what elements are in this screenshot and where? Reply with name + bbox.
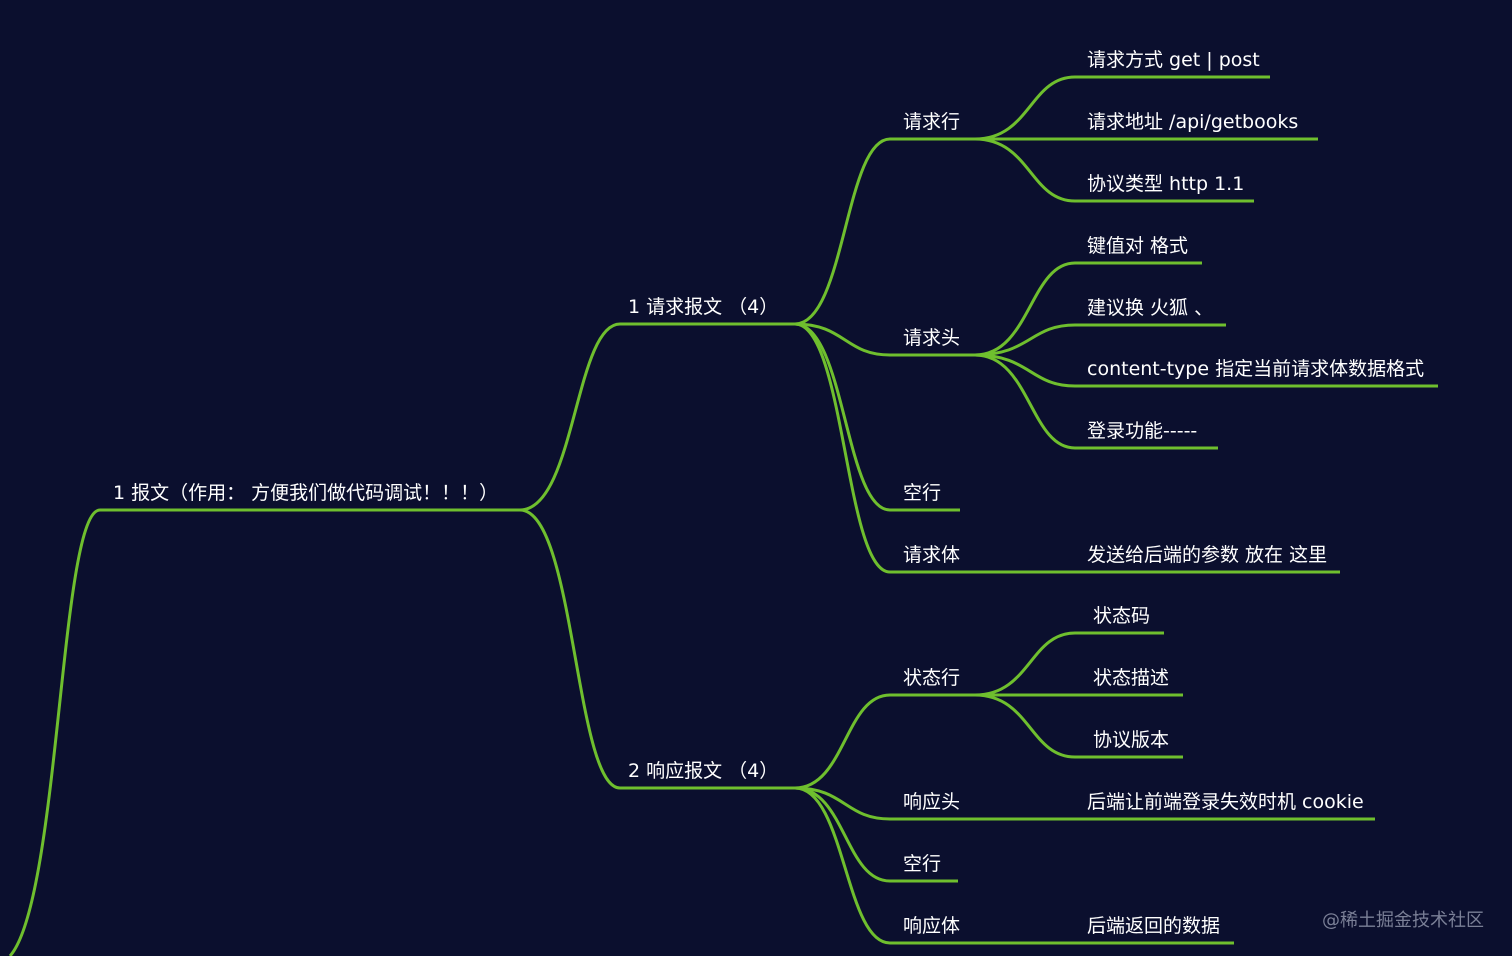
node-status-code[interactable]: 状态码 — [1093, 605, 1151, 627]
edge-root — [8, 508, 101, 956]
edge-status-0 — [974, 631, 1076, 697]
edge-line-0 — [974, 75, 1076, 141]
node-response-header[interactable]: 响应头 — [903, 791, 961, 813]
node-response-header-child[interactable]: 后端让前端登录失效时机 cookie — [1087, 791, 1364, 813]
node-request-header-kv[interactable]: 键值对 格式 — [1087, 235, 1189, 257]
edge-request-blank — [794, 322, 891, 512]
edge-header-3 — [974, 353, 1076, 450]
node-status-version[interactable]: 协议版本 — [1093, 729, 1170, 751]
edge-response-body — [794, 786, 891, 945]
node-request-blank[interactable]: 空行 — [903, 482, 942, 504]
watermark-text: @稀土掘金技术社区 — [1322, 910, 1484, 931]
edge-request-body — [794, 322, 891, 574]
node-request-body[interactable]: 请求体 — [903, 544, 961, 566]
node-request-body-child[interactable]: 发送给后端的参数 放在 这里 — [1087, 544, 1328, 566]
node-request-header[interactable]: 请求头 — [903, 327, 961, 349]
node-request-message[interactable]: 1 请求报文 （4） — [628, 296, 779, 318]
node-request-line-url[interactable]: 请求地址 /api/getbooks — [1087, 111, 1299, 133]
edge-root-response — [519, 508, 621, 790]
node-response-body[interactable]: 响应体 — [903, 915, 961, 937]
edge-line-2 — [974, 137, 1076, 203]
node-request-header-login[interactable]: 登录功能----- — [1087, 420, 1198, 442]
node-request-line[interactable]: 请求行 — [903, 111, 961, 133]
edge-response-blank — [794, 786, 891, 883]
node-request-header-firefox[interactable]: 建议换 火狐 、 — [1087, 297, 1214, 319]
edge-response-header — [794, 786, 891, 821]
edge-status-2 — [974, 693, 1076, 759]
node-request-header-content-type[interactable]: content-type 指定当前请求体数据格式 — [1087, 358, 1425, 380]
edge-header-2 — [974, 353, 1076, 388]
node-response-message[interactable]: 2 响应报文 （4） — [628, 760, 779, 782]
edge-header-0 — [974, 261, 1076, 357]
node-request-line-protocol[interactable]: 协议类型 http 1.1 — [1087, 173, 1245, 195]
node-status-text[interactable]: 状态描述 — [1093, 667, 1170, 689]
edge-header-1 — [974, 323, 1076, 357]
node-request-line-method[interactable]: 请求方式 get | post — [1087, 49, 1260, 71]
edge-root-request — [519, 322, 621, 512]
node-response-blank[interactable]: 空行 — [903, 853, 942, 875]
edge-request-header — [794, 322, 891, 357]
node-root[interactable]: 1 报文（作用： 方便我们做代码调试！！！） — [113, 482, 499, 504]
node-response-status[interactable]: 状态行 — [903, 667, 961, 689]
edge-request-line — [794, 137, 891, 326]
edge-response-status — [794, 693, 891, 790]
node-response-body-child[interactable]: 后端返回的数据 — [1087, 915, 1221, 937]
